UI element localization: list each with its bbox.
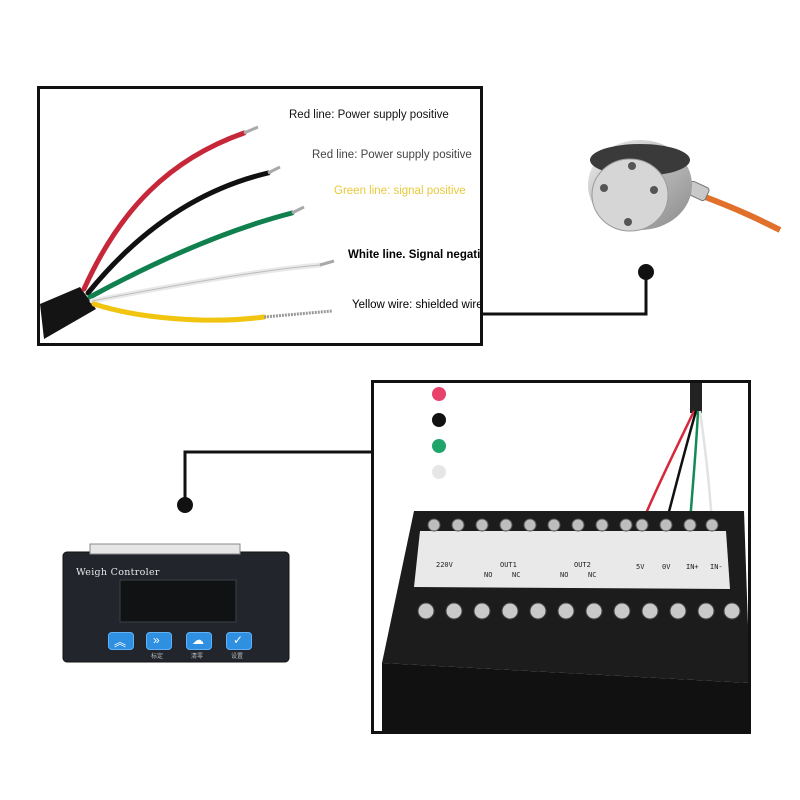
terminal-label-out1: OUT1 (500, 561, 517, 569)
red-wire-tip (243, 125, 259, 135)
incoming-cable (690, 383, 702, 413)
connector-dot-controller (177, 497, 193, 513)
settings-button[interactable]: ✓ (226, 632, 252, 650)
white-wire-tip (319, 259, 335, 267)
black-wire (85, 170, 271, 296)
green-wire (87, 210, 295, 300)
wire-label-red: Red line: Power supply positive (289, 109, 449, 121)
up-button[interactable]: ︽ (108, 632, 134, 650)
terminal-label-nc1: NC (512, 571, 521, 579)
green-wire-tip (291, 205, 305, 215)
top-screw-row (427, 518, 719, 532)
color-key-dot-green (432, 439, 446, 453)
white-wire (698, 410, 714, 524)
color-key-dot-white (432, 465, 446, 479)
terminal-label-band (414, 531, 730, 589)
controller-title: Weigh Controler (76, 567, 160, 578)
cable-illustration (40, 125, 335, 339)
wire-label-green: Green line: signal positive (334, 185, 466, 197)
terminal-label-in-minus: IN- (710, 563, 723, 571)
zero-key-label: 清零 (191, 653, 204, 660)
wire-label-text: White line. Signal negative (348, 249, 483, 261)
wire-diagram-panel: Red line: Power supply positive Red line… (37, 86, 483, 346)
settings-key-label: 设置 (231, 653, 244, 660)
bottom-screw-row (417, 602, 741, 620)
wire-label-yellow: Yellow wire: shielded wire (352, 299, 483, 311)
terminal-label-no2: NO (560, 571, 569, 579)
calibrate-button[interactable]: » (146, 632, 172, 650)
terminal-label-0v: 0V (662, 563, 671, 571)
terminal-label-5v: 5V (636, 563, 645, 571)
check-icon: ✓ (233, 633, 244, 647)
terminal-label-nc2: NC (588, 571, 597, 579)
wire-label-black: Red line: Power supply positive (312, 149, 472, 161)
terminal-label-220v: 220V (436, 561, 453, 569)
terminal-label-in-plus: IN+ (686, 563, 699, 571)
calibrate-key-label: 标定 (151, 653, 164, 660)
connector-line-sensor (483, 272, 648, 316)
color-key-dot-black (432, 413, 446, 427)
black-wire-tip (267, 165, 281, 175)
wire-label-white: White line. Signal negative (348, 249, 483, 261)
red-wire (81, 130, 247, 292)
red-wire (640, 410, 696, 524)
wire-label-text: Green line: signal positive (334, 185, 466, 197)
terminal-label-no1: NO (484, 571, 493, 579)
connector-line-controller (183, 450, 371, 505)
terminal-box-front (382, 663, 748, 731)
wire-label-text: Yellow wire: shielded wire (352, 299, 483, 311)
yellow-wire (91, 301, 267, 323)
terminal-label-out2: OUT2 (574, 561, 591, 569)
terminal-block-illustration (382, 383, 748, 731)
terminal-block-panel: 220V OUT1 NO NC OUT2 NO NC 5V 0V IN+ IN- (371, 380, 751, 734)
shield-wire (263, 309, 333, 319)
white-wire (89, 262, 323, 304)
double-chevron-right-icon: » (153, 633, 160, 647)
chevron-up-icon: ︽ (114, 635, 127, 649)
cable-jacket (40, 287, 96, 339)
zero-button[interactable]: ☁ (186, 632, 212, 650)
cloud-icon: ☁ (192, 633, 204, 647)
connector-dot-sensor (638, 264, 654, 280)
wire-label-text: Red line: Power supply positive (312, 149, 472, 161)
wire-label-text: Red line: Power supply positive (289, 109, 449, 121)
color-key-dot-red (432, 387, 446, 401)
